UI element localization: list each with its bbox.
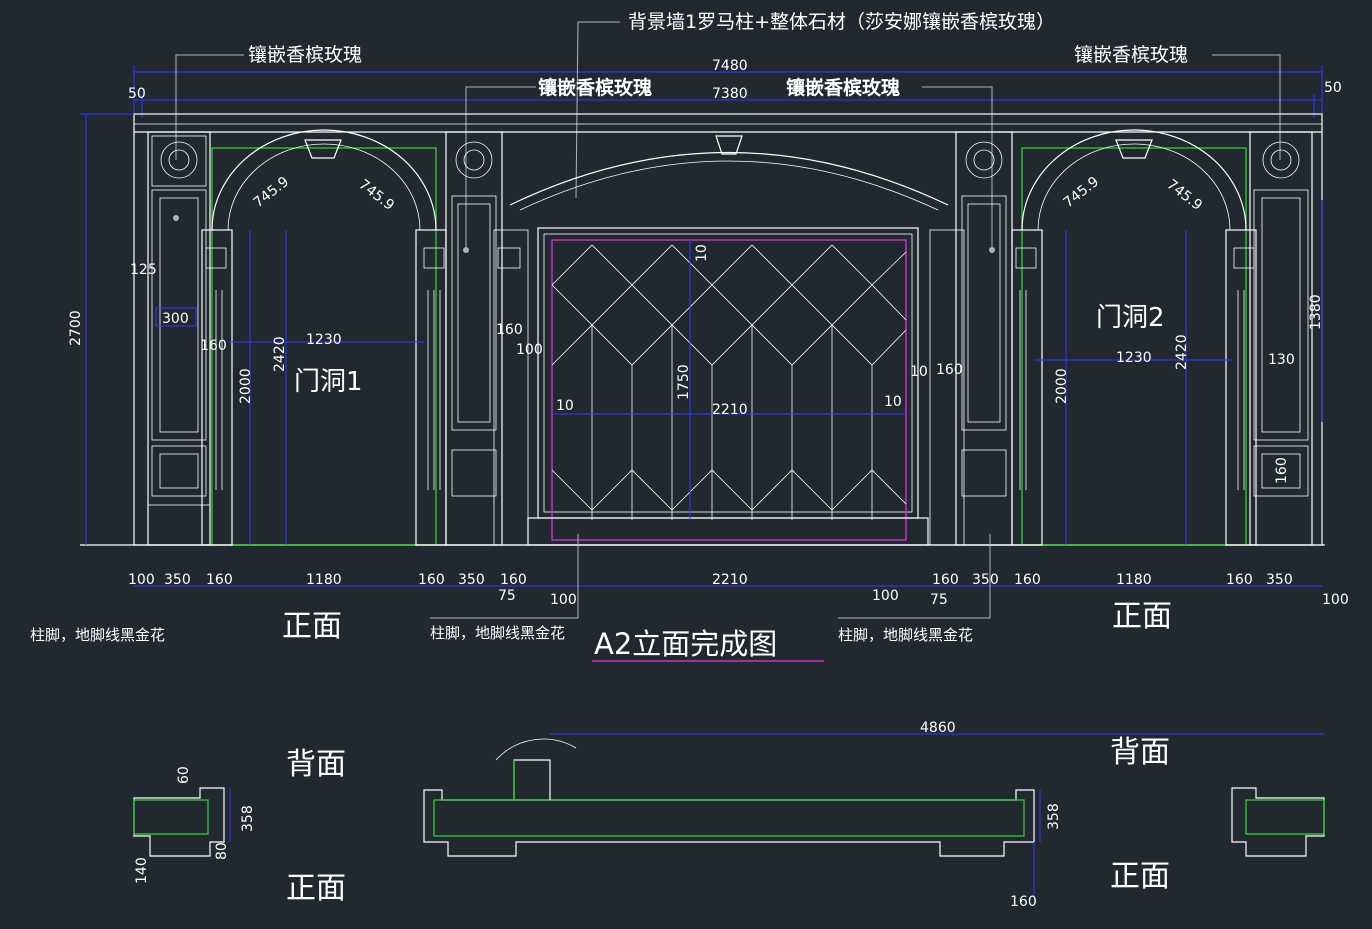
arch-right: 1230 2420 2000 745.9 745.9 门洞2 (1011, 129, 1257, 546)
plan-section: 背面 正面 背面 正面 358 60 80 140 4860 358 160 (133, 720, 1325, 910)
dim-2420-left: 2420 (272, 336, 288, 372)
dim-300: 300 (162, 311, 189, 327)
left-dimensions: 2700 125 300 160 (68, 113, 227, 545)
front-label-right: 正面 (1112, 599, 1172, 634)
dim-10-rr: 10 (910, 364, 928, 380)
dim-arc-b: 745.9 (356, 177, 397, 214)
dim-b100-c: 100 (872, 588, 899, 604)
inlay-label-left: 镶嵌香槟玫瑰 (248, 44, 362, 66)
dim-b1180-a: 1180 (306, 572, 342, 588)
dim-1230-left: 1230 (306, 332, 342, 348)
back-label-right: 背面 (1110, 735, 1170, 770)
dim-b160-f: 160 (1226, 572, 1253, 588)
pilaster-right: 1380 130 160 (1249, 131, 1324, 546)
glass-lattice (551, 244, 907, 520)
base-note-2: 柱脚，地脚线黑金花 (430, 624, 565, 642)
dim-2000-right: 2000 (1054, 368, 1070, 404)
dim-b100-d: 100 (1322, 592, 1349, 608)
dim-2210-mid: 2210 (712, 402, 748, 418)
front-label-right-plan: 正面 (1110, 859, 1170, 894)
dim-1230-right: 1230 (1116, 350, 1152, 366)
dim-b350-d: 350 (1266, 572, 1293, 588)
back-label-left: 背面 (286, 747, 346, 782)
dim-10-left: 10 (556, 398, 574, 414)
dim-b160-b: 160 (418, 572, 445, 588)
dim-160-left: 160 (200, 338, 227, 354)
dim-p358-a: 358 (240, 805, 256, 832)
dim-total-width: 7480 (712, 58, 748, 74)
dim-160-center-2: 160 (936, 362, 963, 378)
dim-p80: 80 (214, 842, 230, 860)
dim-b2210: 2210 (712, 572, 748, 588)
dim-125: 125 (130, 262, 157, 278)
dim-p60: 60 (176, 766, 192, 784)
dim-b350-c: 350 (972, 572, 999, 588)
dim-p160: 160 (1010, 894, 1037, 910)
doorway-1-label: 门洞1 (294, 367, 363, 397)
dim-edge-right: 50 (1324, 80, 1342, 96)
inlay-label-right: 镶嵌香槟玫瑰 (1074, 44, 1188, 66)
dim-b160-e: 160 (1014, 572, 1041, 588)
dim-height-total: 2700 (68, 310, 84, 346)
doorway-2-label: 门洞2 (1096, 303, 1165, 333)
dim-2000-left: 2000 (238, 368, 254, 404)
dim-b75-b: 75 (930, 592, 948, 608)
dim-b100-a: 100 (128, 572, 155, 588)
dim-p140: 140 (134, 857, 150, 884)
base-note-1: 柱脚，地脚线黑金花 (30, 626, 165, 644)
dim-10-top: 10 (694, 244, 710, 262)
dim-b1180-b: 1180 (1116, 572, 1152, 588)
dim-p358-b: 358 (1046, 803, 1062, 830)
inlay-label-center-right: 镶嵌香槟玫瑰 (786, 76, 900, 99)
bottom-dimensions: 100 350 160 1180 160 350 160 75 100 2210… (128, 572, 1349, 608)
dim-b350-b: 350 (458, 572, 485, 588)
pilaster-left (147, 131, 211, 546)
dim-b100-b: 100 (550, 592, 577, 608)
dim-b160-d: 160 (932, 572, 959, 588)
dim-130: 130 (1268, 352, 1295, 368)
dim-inner-width: 7380 (712, 86, 748, 102)
dim-arc-d: 745.9 (1164, 177, 1205, 214)
front-label-left-plan: 正面 (286, 871, 346, 906)
base-note-3: 柱脚，地脚线黑金花 (838, 626, 973, 644)
dim-p4860: 4860 (920, 720, 956, 736)
dim-b160-c: 160 (500, 572, 527, 588)
top-callout: 背景墙1罗马柱+整体石材（莎安娜镶嵌香槟玫瑰） (628, 11, 1055, 33)
dim-arc-a: 745.9 (251, 174, 292, 211)
dim-10-right: 10 (884, 394, 902, 410)
inlay-label-center-left: 镶嵌香槟玫瑰 (538, 76, 652, 99)
dim-b75-a: 75 (498, 588, 516, 604)
pilaster-inner-left: 160 100 (445, 131, 543, 546)
dim-100-center: 100 (516, 342, 543, 358)
dim-2420-right: 2420 (1174, 334, 1190, 370)
dim-edge-left: 50 (128, 86, 146, 102)
dim-b160-a: 160 (206, 572, 233, 588)
top-dimensions: 7480 7380 50 50 (128, 58, 1342, 118)
drawing-title: A2立面完成图 (594, 627, 777, 661)
pilaster-inner-right: 160 (929, 131, 1013, 546)
dim-160-center-1: 160 (496, 322, 523, 338)
dim-1750: 1750 (676, 364, 692, 400)
notes: 柱脚，地脚线黑金花 正面 柱脚，地脚线黑金花 A2立面完成图 柱脚，地脚线黑金花… (30, 534, 1172, 662)
arch-left: 1230 2420 2000 745.9 745.9 门洞1 (201, 129, 447, 546)
callouts: 背景墙1罗马柱+整体石材（莎安娜镶嵌香槟玫瑰） 镶嵌香槟玫瑰 镶嵌香槟玫瑰 镶嵌… (175, 11, 1281, 250)
dim-arc-c: 745.9 (1061, 174, 1102, 211)
dim-b350-a: 350 (164, 572, 191, 588)
dim-1380: 1380 (1308, 294, 1324, 330)
dim-160-box: 160 (1274, 457, 1290, 484)
front-label-left: 正面 (282, 609, 342, 644)
center-panel: 2210 10 10 10 10 1750 (509, 135, 949, 546)
